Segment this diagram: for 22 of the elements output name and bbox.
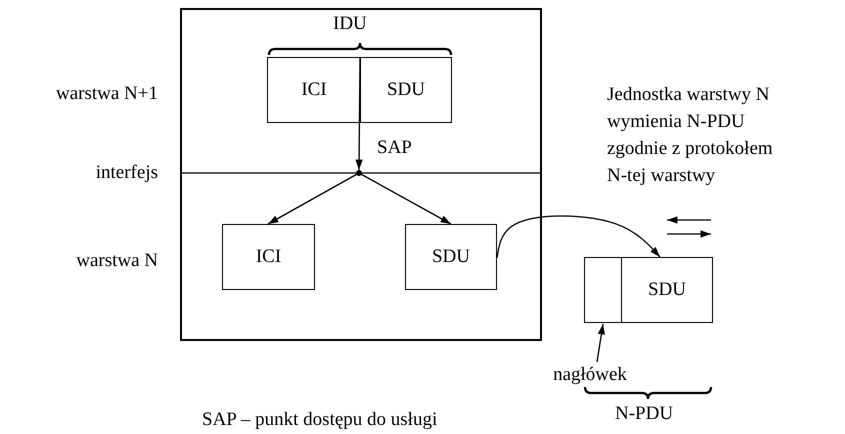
data-unit-box: ICI <box>222 224 315 290</box>
text-label: nagłówek <box>540 362 640 388</box>
arrow <box>355 57 363 170</box>
layer-label: warstwa N+1 <box>56 82 158 106</box>
description-text: Jednostka warstwy N wymienia N-PDU zgodnie z protokołem N-tej warstwy <box>607 83 774 188</box>
data-unit-box: SDU <box>621 257 713 323</box>
point-label: SAP <box>377 136 412 160</box>
arrow <box>268 172 360 225</box>
outlined-box <box>584 257 622 323</box>
footnote-text: SAP – punkt dostępu do usługi <box>202 408 438 432</box>
layer-label: warstwa N <box>76 249 158 273</box>
unit-label: IDU <box>333 12 367 36</box>
data-unit-box: SDU <box>360 57 452 123</box>
arrow <box>496 215 660 258</box>
outlined-box <box>180 8 542 341</box>
unit-label: N-PDU <box>615 402 674 426</box>
junction-dot <box>356 170 362 176</box>
leader-line <box>596 324 605 362</box>
data-unit-box: SDU <box>405 224 497 290</box>
layer-label: interfejs <box>96 161 158 185</box>
arrow <box>358 172 452 225</box>
data-unit-box: ICI <box>267 57 361 123</box>
